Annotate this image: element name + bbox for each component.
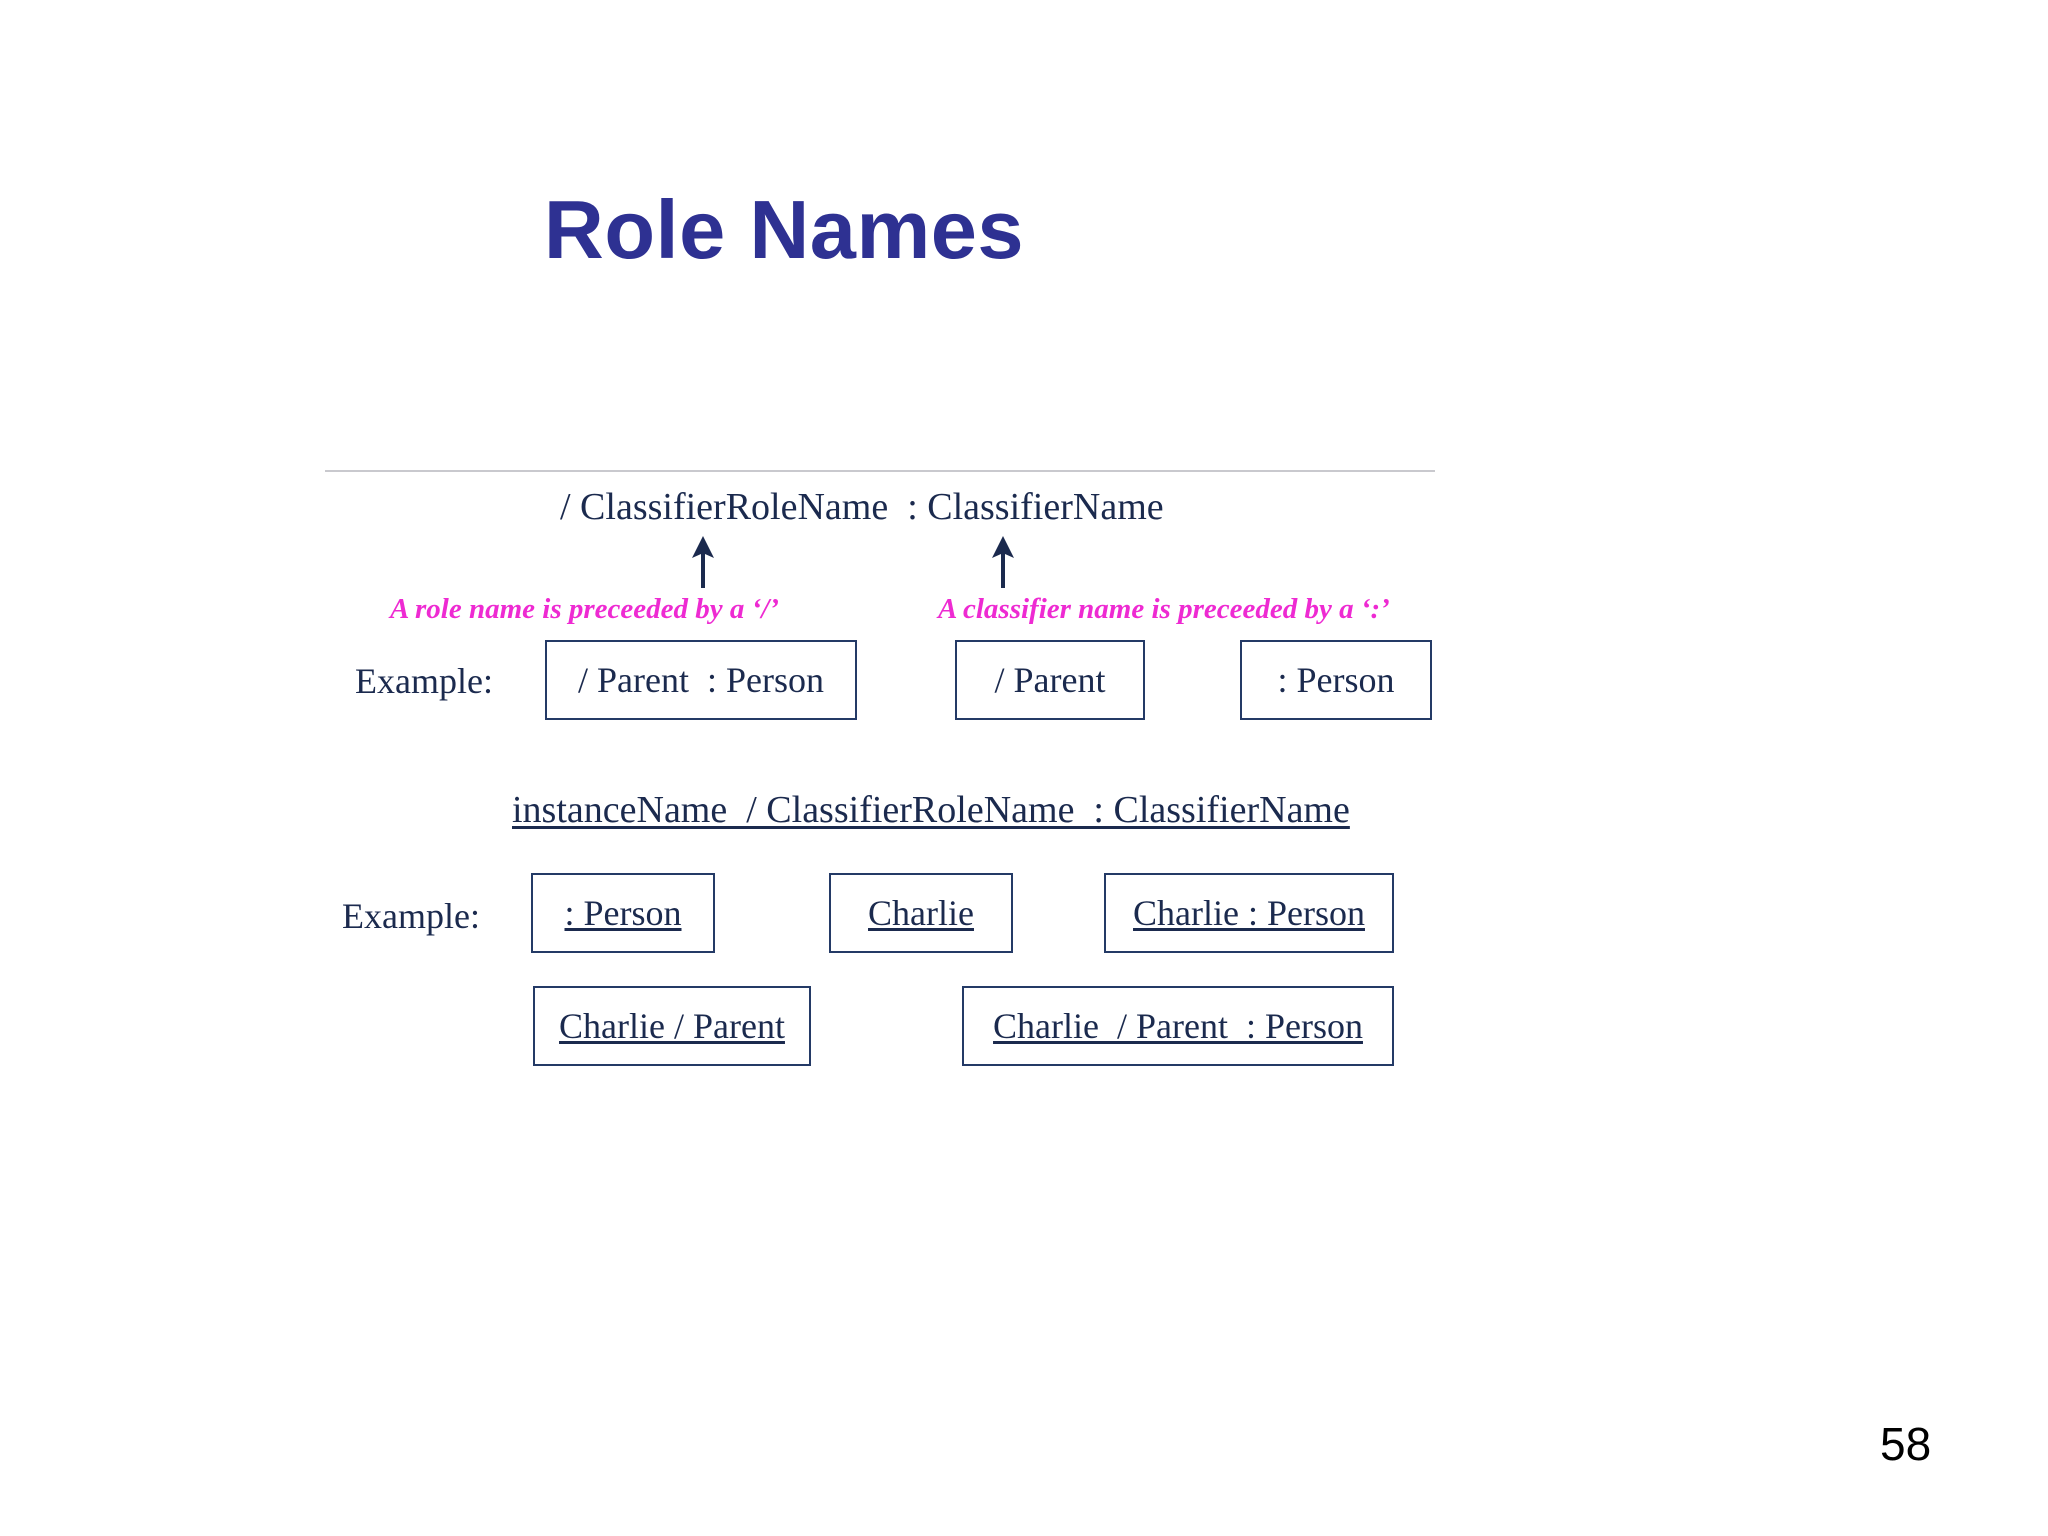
example-box-text: : Person xyxy=(564,893,682,933)
syntax-template-mid: instanceName / ClassifierRoleName : Clas… xyxy=(512,789,1350,831)
example-label-row-1: Example: xyxy=(355,661,493,701)
example-box-parent: / Parent xyxy=(955,640,1145,720)
example-box-charlie-parent: Charlie / Parent xyxy=(533,986,811,1066)
role-name-note: A role name is preceeded by a ‘/’ xyxy=(390,593,779,625)
example-box-charlie-parent-person: Charlie / Parent : Person xyxy=(962,986,1394,1066)
example-box-text: Charlie xyxy=(868,893,974,933)
example-box-text: Charlie / Parent : Person xyxy=(993,1006,1363,1046)
page-title: Role Names xyxy=(0,182,2048,276)
example-box-charlie-person: Charlie : Person xyxy=(1104,873,1394,953)
example-box-text: / Parent xyxy=(994,660,1106,700)
example-box-charlie: Charlie xyxy=(829,873,1013,953)
page-title-text: Role Names xyxy=(543,182,1025,276)
example-label-row-2: Example: xyxy=(342,896,480,936)
page-number: 58 xyxy=(1880,1418,1932,1470)
example-box-person-underlined: : Person xyxy=(531,873,715,953)
example-box-text: / Parent : Person xyxy=(578,660,824,700)
example-box-person: : Person xyxy=(1240,640,1432,720)
diagram-top-divider xyxy=(325,470,1435,472)
example-box-text: Charlie : Person xyxy=(1133,893,1365,933)
example-box-text: Charlie / Parent xyxy=(559,1006,785,1046)
classifier-name-note: A classifier name is preceeded by a ‘:’ xyxy=(938,593,1390,625)
arrow-to-classifier-name-icon xyxy=(990,536,1016,588)
arrow-to-role-name-icon xyxy=(690,536,716,588)
example-box-text: : Person xyxy=(1277,660,1395,700)
syntax-template-top: / ClassifierRoleName : ClassifierName xyxy=(560,486,1164,528)
example-box-parent-person: / Parent : Person xyxy=(545,640,857,720)
